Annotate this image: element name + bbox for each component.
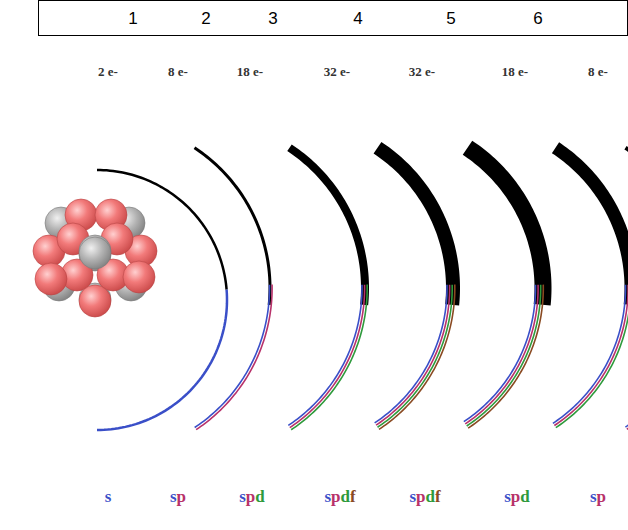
- electron-count: 32 e-: [409, 64, 435, 80]
- subshell-strand: [625, 285, 628, 427]
- electron-shell: [556, 148, 628, 305]
- shell-number-bar: 1 2 3 4 5 6: [38, 0, 628, 36]
- electron-shell: [468, 148, 543, 305]
- shell-number: 2: [201, 9, 210, 29]
- shell-number: 1: [128, 9, 137, 29]
- electron-count: 18 e-: [237, 64, 263, 80]
- subshell-strand: [196, 285, 272, 430]
- electron-count: 18 e-: [502, 64, 528, 80]
- subshell-letters: sp: [590, 487, 606, 507]
- subshell-strand: [291, 285, 367, 430]
- subshell-letters: spd: [239, 487, 265, 507]
- electron-shell: [195, 148, 270, 305]
- subshell-letters: spdf: [324, 487, 355, 507]
- electron-shell: [290, 148, 365, 305]
- electron-count: 2 e-: [98, 64, 118, 80]
- subshell-strand: [468, 285, 543, 429]
- subshell-strand: [627, 285, 628, 430]
- proton-ball: [123, 261, 155, 293]
- subshell-letters: sp: [170, 487, 186, 507]
- subshell-strand: [97, 290, 227, 430]
- proton-ball: [35, 263, 67, 295]
- subshell-letters: spdf: [409, 487, 440, 507]
- electron-shell: [378, 148, 453, 305]
- shell-number: 6: [533, 9, 542, 29]
- electron-shell: [626, 148, 628, 305]
- subshell-letters: spd: [504, 487, 530, 507]
- subshell-strand: [556, 285, 628, 428]
- shell-number: 4: [353, 9, 362, 29]
- shell-number: 5: [446, 9, 455, 29]
- proton-ball: [79, 285, 111, 317]
- electron-count: 8 e-: [588, 64, 608, 80]
- neutron-ball: [79, 237, 111, 269]
- shell-number: 3: [268, 9, 277, 29]
- electron-count: 8 e-: [168, 64, 188, 80]
- electron-count: 32 e-: [324, 64, 350, 80]
- subshell-strand: [379, 285, 455, 430]
- subshell-letters: s: [105, 487, 112, 507]
